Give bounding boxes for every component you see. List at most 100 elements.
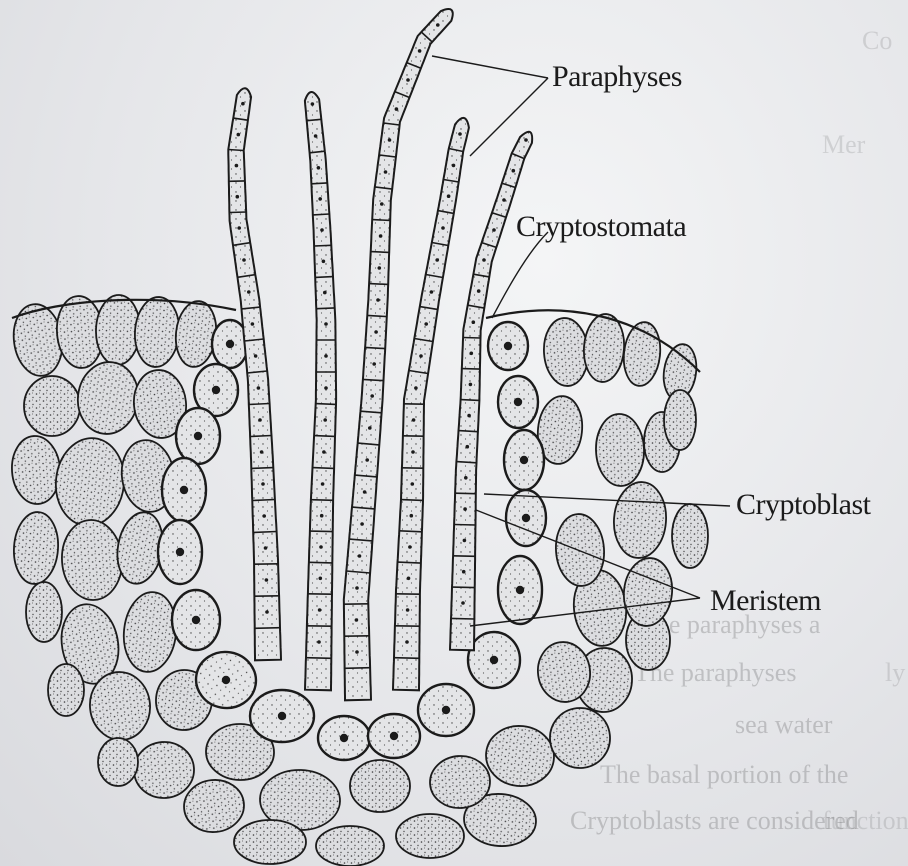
- cell-wall: [316, 404, 336, 405]
- cortex-cell: [621, 556, 676, 629]
- cell-wall: [228, 150, 243, 151]
- filament-nucleus: [406, 78, 410, 82]
- filament-nucleus: [469, 383, 473, 387]
- cell-wall: [451, 618, 474, 619]
- filament-nucleus: [324, 354, 328, 358]
- filament-nucleus: [410, 514, 414, 518]
- cortex-cell: [611, 480, 668, 559]
- filament-nucleus: [462, 570, 466, 574]
- cell-nucleus: [222, 676, 230, 684]
- cell-wall: [311, 500, 333, 501]
- filament-nucleus: [237, 133, 241, 137]
- filament-nucleus: [376, 298, 380, 302]
- filament-nucleus: [384, 170, 388, 174]
- cell-wall: [316, 308, 334, 309]
- cell-wall: [369, 284, 388, 285]
- filament-nucleus: [322, 450, 326, 454]
- cortex-cell: [664, 390, 696, 450]
- cell-wall: [253, 532, 276, 533]
- filament-nucleus: [318, 197, 322, 201]
- filament-nucleus: [502, 198, 506, 202]
- cell-nucleus: [180, 486, 188, 494]
- cell-nucleus: [176, 548, 184, 556]
- filament-nucleus: [467, 414, 471, 418]
- cortex-cell: [595, 413, 645, 487]
- filament-nucleus: [355, 586, 359, 590]
- label-meristem: Meristem: [710, 586, 821, 616]
- cortex-cell: [396, 814, 464, 858]
- filament-nucleus: [368, 426, 372, 430]
- cell-nucleus: [192, 616, 200, 624]
- cell-wall: [399, 531, 422, 532]
- filament-nucleus: [311, 102, 315, 106]
- filament-nucleus: [395, 107, 399, 111]
- cell-wall: [314, 436, 335, 437]
- cell-wall: [306, 658, 331, 659]
- cell-wall: [398, 562, 421, 563]
- filament-nucleus: [430, 290, 434, 294]
- cortex-cell: [133, 296, 182, 369]
- cortex-cell: [672, 504, 708, 568]
- cell-wall: [313, 468, 335, 469]
- filament-nucleus: [524, 138, 528, 142]
- filament-nucleus: [388, 138, 392, 142]
- paraphysis: [305, 92, 336, 690]
- filament-nucleus: [257, 386, 261, 390]
- filament-nucleus: [358, 554, 362, 558]
- cell-nucleus: [212, 386, 220, 394]
- cortex-cell: [26, 582, 62, 642]
- filament-nucleus: [324, 386, 328, 390]
- cell-wall: [309, 562, 332, 563]
- filament-nucleus: [265, 610, 269, 614]
- filament-nucleus: [323, 291, 327, 295]
- filament-nucleus: [319, 577, 323, 581]
- cell-wall: [249, 404, 270, 405]
- leader-cryptostomata: [492, 232, 548, 318]
- filament-nucleus: [254, 354, 258, 358]
- cortex-cell: [59, 518, 124, 602]
- cell-wall: [311, 183, 327, 184]
- filament-nucleus: [435, 258, 439, 262]
- cell-wall: [401, 500, 423, 501]
- filament-nucleus: [477, 289, 481, 293]
- filament-nucleus: [412, 418, 416, 422]
- filament-nucleus: [436, 23, 440, 27]
- cell-wall: [251, 468, 273, 469]
- filament-nucleus: [258, 418, 262, 422]
- cell-nucleus: [514, 398, 522, 406]
- cell-wall: [371, 252, 390, 253]
- cell-wall: [459, 431, 478, 432]
- cortex-cell: [12, 511, 61, 586]
- filament-nucleus: [466, 445, 470, 449]
- cell-wall: [229, 212, 246, 213]
- cell-wall: [461, 400, 480, 401]
- filament-nucleus: [411, 450, 415, 454]
- filament-nucleus: [235, 164, 239, 168]
- filament-nucleus: [241, 102, 245, 106]
- filament-nucleus: [379, 234, 383, 238]
- cell-nucleus: [442, 706, 450, 714]
- filament-nucleus: [374, 330, 378, 334]
- cortex-cell: [316, 826, 384, 866]
- filament-nucleus: [463, 539, 467, 543]
- filament-nucleus: [380, 202, 384, 206]
- filament-nucleus: [512, 169, 516, 173]
- filament-nucleus: [365, 458, 369, 462]
- filament-nucleus: [492, 228, 496, 232]
- filament-nucleus: [482, 258, 486, 262]
- filament-nucleus: [464, 476, 468, 480]
- filament-nucleus: [322, 260, 326, 264]
- cell-wall: [455, 493, 476, 494]
- filament-nucleus: [470, 352, 474, 356]
- label-paraphyses: Paraphyses: [552, 62, 682, 92]
- filament-nucleus: [355, 650, 359, 654]
- filament-nucleus: [452, 164, 456, 168]
- filament-nucleus: [370, 394, 374, 398]
- cortex-cell: [52, 435, 129, 530]
- cell-wall: [453, 556, 475, 557]
- filament-nucleus: [260, 450, 264, 454]
- cortex-cell: [132, 740, 196, 800]
- cell-wall: [454, 525, 475, 526]
- filament-nucleus: [251, 322, 255, 326]
